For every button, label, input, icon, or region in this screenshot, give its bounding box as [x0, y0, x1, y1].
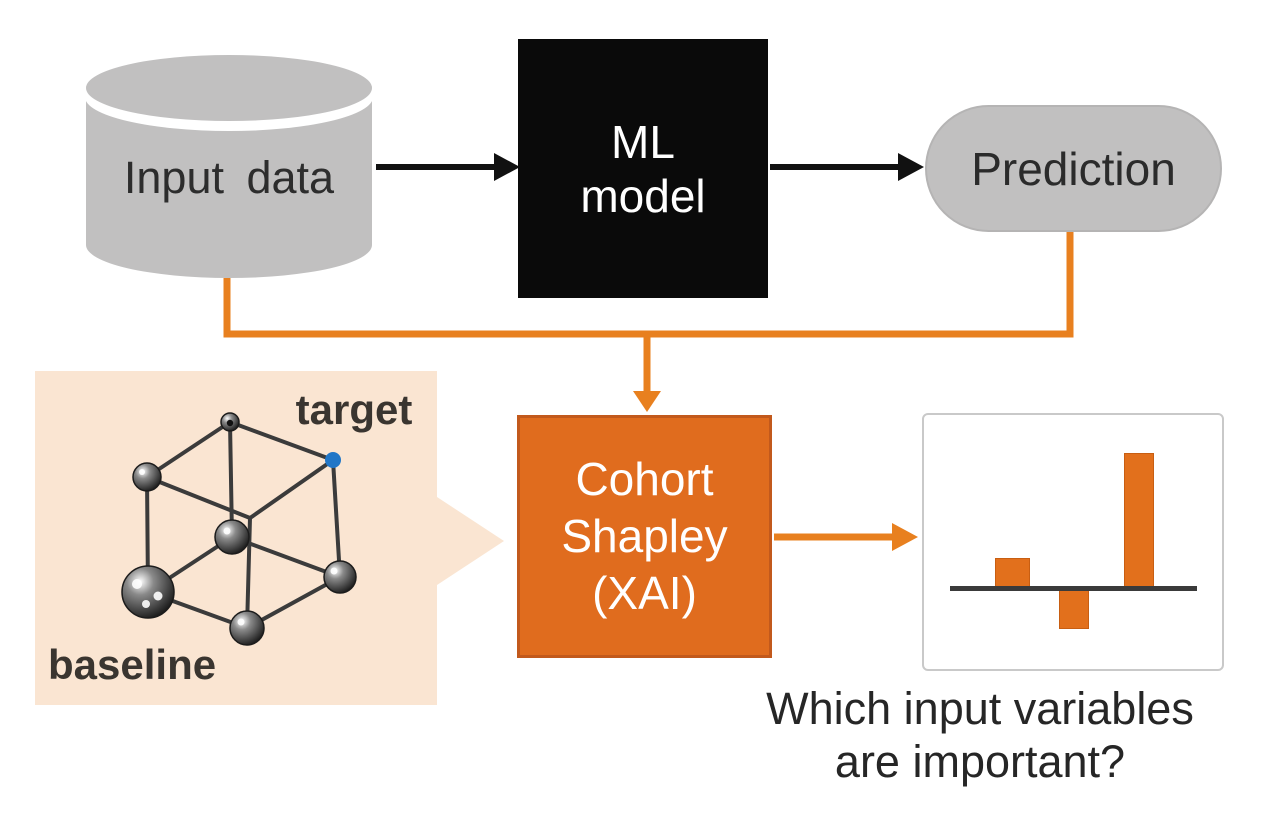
prediction-pill: Prediction — [925, 105, 1222, 232]
cohort-shapley-box: Cohort Shapley (XAI) — [517, 415, 772, 658]
importance-bar — [994, 558, 1030, 588]
connector-arrowhead-down — [633, 391, 661, 412]
chart-axis — [950, 586, 1197, 591]
ml-model-label-line2: model — [580, 169, 706, 222]
ml-model-box: ML model — [518, 39, 768, 298]
importance-bar — [1124, 453, 1154, 588]
baseline-label: baseline — [48, 641, 217, 688]
importance-bar — [1059, 590, 1089, 629]
cohort-shapley-label-line3: (XAI) — [592, 567, 697, 619]
prediction-label: Prediction — [971, 142, 1176, 195]
importance-chart — [922, 413, 1224, 671]
shapley-output-arrow — [774, 523, 918, 551]
question-line2: are important? — [834, 736, 1126, 787]
question-text: Which input variables are important? — [650, 682, 1280, 788]
callout-pointer — [437, 497, 504, 585]
flow-arrow-input-to-model — [376, 153, 520, 181]
flow-arrow-model-to-prediction — [770, 153, 924, 181]
ml-model-label-line1: ML — [611, 115, 675, 168]
target-label: target — [295, 386, 413, 433]
cohort-shapley-label-line1: Cohort — [575, 453, 714, 505]
question-line1: Which input variables — [766, 683, 1194, 734]
input-data-node-label: Input data — [123, 152, 335, 203]
cohort-shapley-label-line2: Shapley — [561, 510, 728, 562]
